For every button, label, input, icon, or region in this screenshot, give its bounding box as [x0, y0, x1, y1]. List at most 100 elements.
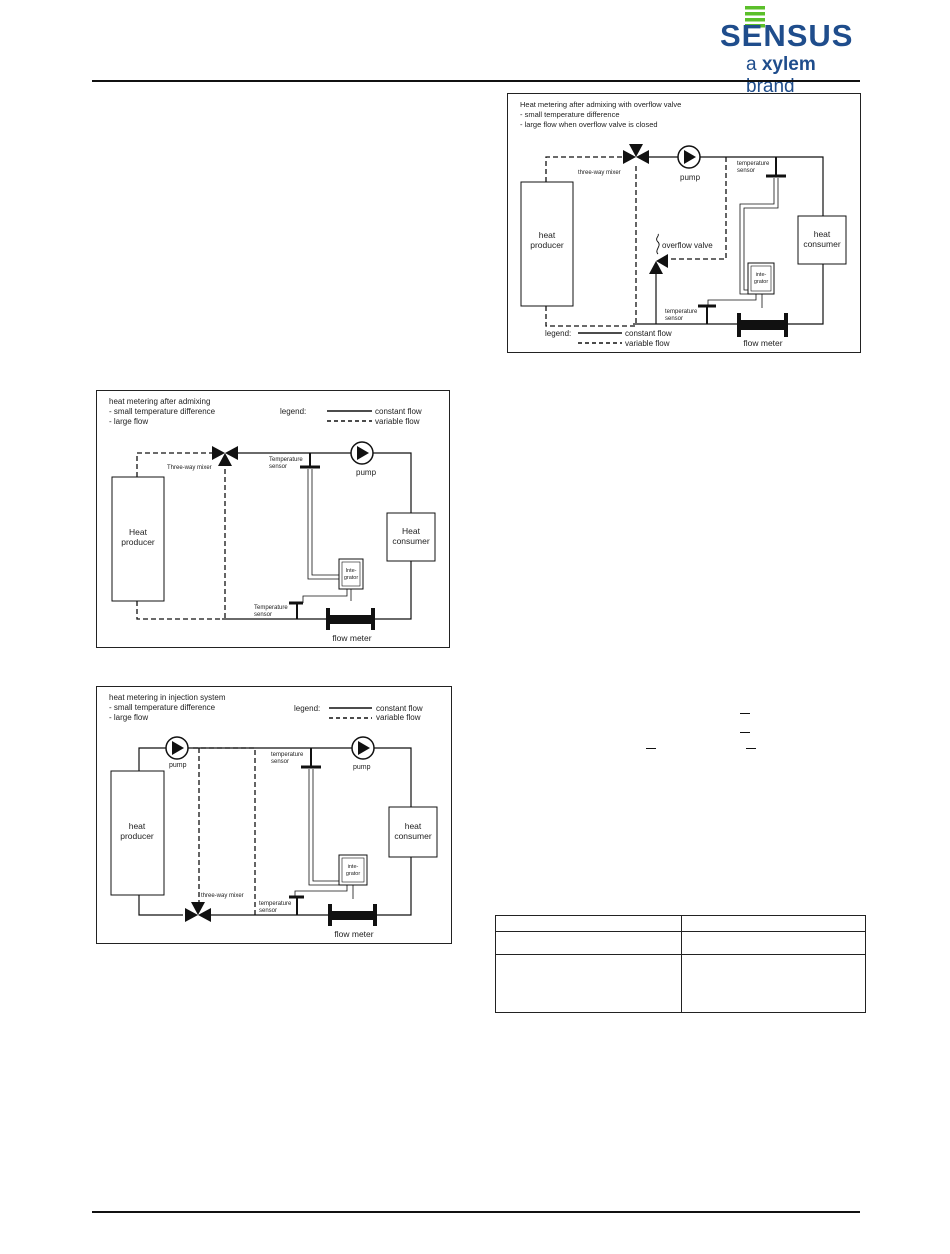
overflow-temp-bottom-l1: temperature — [665, 309, 698, 315]
overflow-consumer-l2: consumer — [803, 239, 840, 249]
injection-mixer-icon — [185, 902, 211, 922]
injection-consumer-l2: consumer — [394, 831, 431, 841]
overflow-integrator-l2: grator — [754, 279, 769, 285]
table-cell — [495, 931, 682, 955]
admixing-pump-label: pump — [356, 468, 377, 477]
admixing-flow-meter-icon — [326, 608, 375, 630]
table-row — [495, 931, 866, 955]
overflow-temp-top-l2: sensor — [737, 168, 755, 174]
overflow-temp-top-l1: temperature — [737, 161, 770, 167]
admixing-consumer-l2: consumer — [392, 536, 429, 546]
overflow-legend-label: legend: — [545, 329, 571, 338]
admixing-flow-meter-label: flow meter — [332, 633, 371, 643]
injection-producer-l1: heat — [129, 821, 146, 831]
injection-legend-variable: variable flow — [376, 713, 421, 722]
overflow-mixer-label: three-way mixer — [578, 170, 621, 176]
overflow-diagram-svg: Heat metering after admixing with overfl… — [520, 100, 847, 348]
injection-diagram-svg: heat metering in injection system - smal… — [109, 693, 438, 939]
overflow-valve-label: overflow valve — [662, 241, 713, 250]
admixing-bullet-1: - small temperature difference — [109, 407, 216, 416]
injection-pump-right-label: pump — [353, 764, 371, 771]
tagline-prefix: a — [746, 54, 757, 75]
table-cell — [681, 954, 866, 1013]
overflow-legend-constant: constant flow — [625, 329, 672, 338]
injection-temp-top-l2: sensor — [271, 759, 289, 765]
formula-mark-3 — [646, 748, 656, 749]
footer-rule — [92, 1211, 860, 1213]
admixing-mixer-label: Three-way mixer — [167, 465, 212, 471]
overflow-bullet-2: - large flow when overflow valve is clos… — [520, 120, 658, 129]
admixing-integrator-l1: Inte- — [345, 568, 356, 574]
brand-tagline: a xylem brand — [746, 54, 860, 98]
overflow-legend-variable: variable flow — [625, 339, 670, 348]
admixing-pump-icon — [350, 441, 374, 465]
overflow-pump-icon — [677, 145, 701, 169]
diagram-overflow: Heat metering after admixing with overfl… — [507, 93, 861, 353]
admixing-consumer-l1: Heat — [402, 526, 421, 536]
injection-consumer-l1: heat — [405, 821, 422, 831]
table-cell — [681, 931, 866, 955]
overflow-integrator — [747, 262, 775, 295]
empty-table — [495, 915, 866, 1013]
injection-temp-bottom-l2: sensor — [259, 908, 277, 914]
overflow-title: Heat metering after admixing with overfl… — [520, 100, 681, 109]
overflow-producer-l2: producer — [530, 240, 564, 250]
admixing-title: heat metering after admixing — [109, 397, 210, 406]
overflow-flow-meter-icon — [737, 313, 788, 337]
admixing-integrator-l2: grator — [344, 575, 359, 581]
injection-mixer-label: three-way mixer — [201, 893, 244, 899]
admixing-producer-l1: Heat — [129, 527, 148, 537]
injection-legend-constant: constant flow — [376, 704, 423, 713]
overflow-heat-consumer — [797, 215, 847, 265]
table-cell — [681, 915, 866, 932]
admixing-heat-consumer — [386, 512, 436, 562]
table-cell — [495, 954, 682, 1013]
injection-flow-meter-icon — [328, 904, 377, 926]
injection-bullet-1: - small temperature difference — [109, 703, 216, 712]
table-cell — [495, 915, 682, 932]
injection-flow-meter-label: flow meter — [334, 929, 373, 939]
admixing-legend-constant: constant flow — [375, 407, 422, 416]
overflow-heat-producer — [520, 181, 574, 307]
injection-bullet-2: - large flow — [109, 713, 148, 722]
overflow-pump-label: pump — [680, 173, 701, 182]
overflow-valve-icon — [649, 233, 668, 274]
admixing-diagram-svg: heat metering after admixing - small tem… — [109, 397, 436, 643]
injection-temp-bottom-l1: temperature — [259, 901, 292, 907]
header-rule — [92, 80, 860, 82]
admixing-temp-bottom-l1: Temperature — [254, 605, 288, 611]
overflow-integrator-l1: inte- — [756, 272, 767, 278]
admixing-legend-label: legend: — [280, 407, 306, 416]
logo-bars-icon — [745, 6, 765, 28]
admixing-temp-top-l2: sensor — [269, 464, 287, 470]
injection-legend-label: legend: — [294, 704, 320, 713]
brand-name: SENSUS — [720, 18, 854, 53]
table-row — [495, 915, 866, 932]
sensus-logo: SENSUS a xylem brand — [720, 6, 860, 97]
injection-temp-top-l1: temperature — [271, 752, 304, 758]
overflow-temp-bottom-l2: sensor — [665, 316, 683, 322]
overflow-producer-l1: heat — [539, 230, 556, 240]
formula-mark-4 — [746, 748, 756, 749]
injection-pump-left-icon — [165, 736, 189, 760]
table-row — [495, 954, 866, 1013]
overflow-consumer-l1: heat — [814, 229, 831, 239]
admixing-legend-variable: variable flow — [375, 417, 420, 426]
admixing-producer-l2: producer — [121, 537, 155, 547]
admixing-mixer-icon — [212, 446, 238, 466]
injection-pump-right-icon — [351, 736, 375, 760]
injection-heat-consumer — [388, 806, 438, 858]
admixing-heat-producer — [111, 476, 165, 602]
overflow-flow-meter-label: flow meter — [743, 338, 782, 348]
tagline-xylem: xylem — [761, 54, 816, 75]
injection-producer-l2: producer — [120, 831, 154, 841]
formula-mark-2 — [740, 732, 750, 733]
admixing-integrator — [338, 558, 364, 590]
diagram-admixing: heat metering after admixing - small tem… — [96, 390, 450, 648]
injection-integrator — [338, 854, 368, 886]
diagram-injection: heat metering in injection system - smal… — [96, 686, 452, 944]
overflow-bullet-1: - small temperature difference — [520, 110, 620, 119]
admixing-temp-top-l1: Temperature — [269, 457, 303, 463]
overflow-mixer-icon — [623, 144, 649, 164]
injection-heat-producer — [110, 770, 165, 896]
